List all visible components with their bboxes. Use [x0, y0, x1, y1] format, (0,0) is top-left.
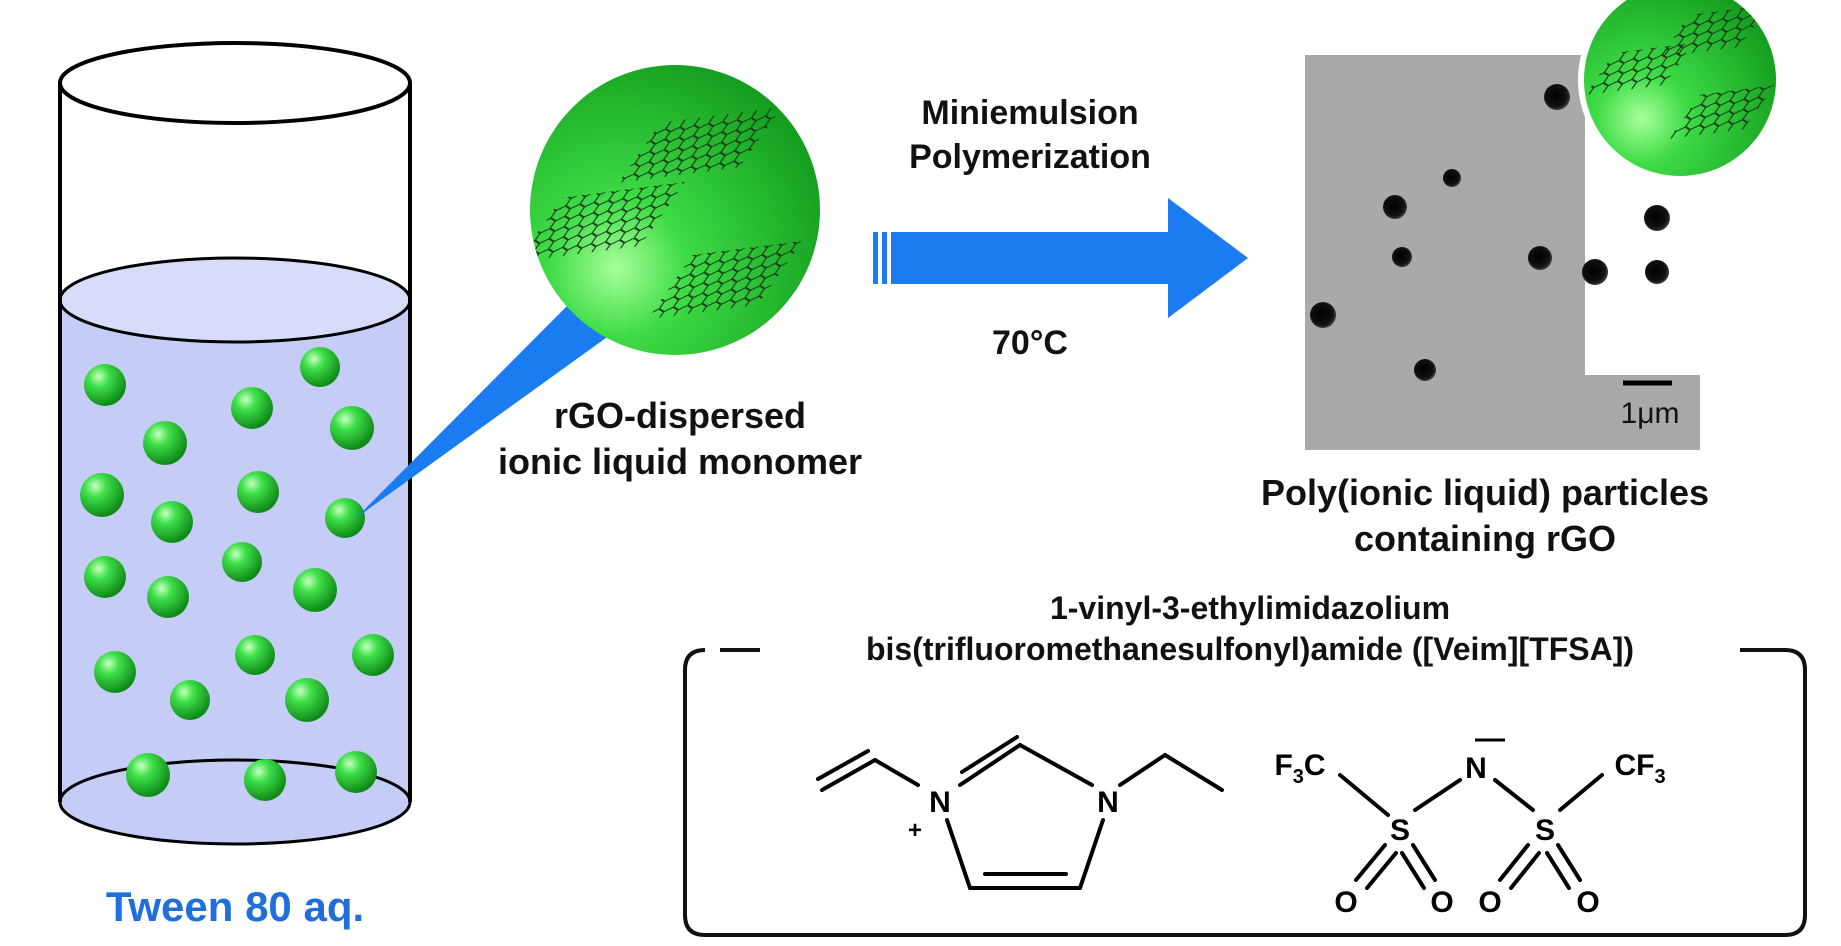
graphene-sheet [530, 181, 686, 262]
atom-n-ring: N [1097, 786, 1119, 819]
droplet [231, 387, 273, 429]
tem-background [1305, 55, 1700, 450]
compound-name: 1-vinyl-3-ethylimidazolium bis(trifluoro… [740, 588, 1760, 670]
atom-s-right: S [1535, 814, 1555, 847]
droplet [235, 635, 275, 675]
beaker-rim [58, 41, 412, 125]
droplet-caption: rGO-dispersed ionic liquid monomer [470, 393, 890, 485]
imidazolium-cation [816, 735, 1224, 890]
compound-line2: bis(trifluoromethanesulfonyl)amide ([Vei… [865, 630, 1635, 667]
scale-bar-label: 1μm [1620, 397, 1680, 430]
droplet [330, 406, 374, 450]
droplet [170, 680, 210, 720]
process-line1: Miniemulsion [921, 94, 1139, 132]
droplet [335, 751, 377, 793]
graphene-sheet [618, 107, 782, 183]
process-arrow [873, 198, 1248, 318]
droplet [143, 421, 187, 465]
compound-line1: 1-vinyl-3-ethylimidazolium [1049, 590, 1451, 626]
droplet [237, 471, 279, 513]
process-line2: Polymerization [909, 137, 1151, 176]
droplet [84, 556, 126, 598]
atom-o1: O [1334, 886, 1357, 919]
particles-caption-line1: Poly(ionic liquid) particles [1260, 472, 1710, 513]
particle [1310, 302, 1336, 328]
particle [1644, 205, 1670, 231]
atom-plus-sign: + [908, 817, 922, 844]
particle [1392, 247, 1412, 267]
droplet [151, 501, 193, 543]
atom-s-left: S [1390, 814, 1410, 847]
particle [1582, 259, 1608, 285]
atom-n-plus: N [929, 786, 951, 819]
particle [1645, 260, 1669, 284]
zoom-wedge [356, 298, 610, 518]
rgo-droplet [530, 65, 820, 355]
particle [1443, 169, 1461, 187]
tfsa-anion [1338, 773, 1604, 890]
temperature-label: 70°C [992, 324, 1068, 362]
droplet [126, 753, 170, 797]
rgo-particle-sphere [1578, 0, 1782, 182]
particle [1383, 195, 1407, 219]
atom-o3: O [1478, 886, 1501, 919]
beaker-caption: Tween 80 aq. [105, 883, 365, 930]
particle [1544, 84, 1570, 110]
particles-caption-line2: containing rGO [1353, 518, 1616, 560]
process-label: Miniemulsion Polymerization [870, 92, 1190, 179]
structure-frame [683, 648, 1807, 937]
droplet [94, 651, 136, 693]
droplet-caption-line1: rGO-dispersed [553, 395, 807, 436]
emulsion-droplets [80, 347, 394, 801]
group-cf3: CF3 [1614, 749, 1665, 788]
droplet [300, 347, 340, 387]
tem-image [1305, 55, 1700, 450]
atom-o4: O [1576, 886, 1599, 919]
droplet [244, 759, 286, 801]
particles-caption: Poly(ionic liquid) particles containing … [1205, 470, 1765, 562]
droplet [293, 568, 337, 612]
atom-n-anion: N [1465, 752, 1487, 785]
graphene-sheet [647, 240, 803, 320]
droplet [80, 473, 124, 517]
atom-minus-sign: — [1475, 722, 1505, 755]
droplet [325, 498, 365, 538]
particle [1414, 359, 1436, 381]
group-f3c: F3C [1274, 749, 1325, 788]
droplet [84, 364, 126, 406]
droplet [352, 634, 394, 676]
droplet [285, 678, 329, 722]
particle [1528, 246, 1552, 270]
droplet [222, 542, 262, 582]
droplet [147, 576, 189, 618]
atom-o2: O [1430, 886, 1453, 919]
liquid-surface [58, 256, 412, 344]
droplet-caption-line2: ionic liquid monomer [497, 441, 862, 483]
